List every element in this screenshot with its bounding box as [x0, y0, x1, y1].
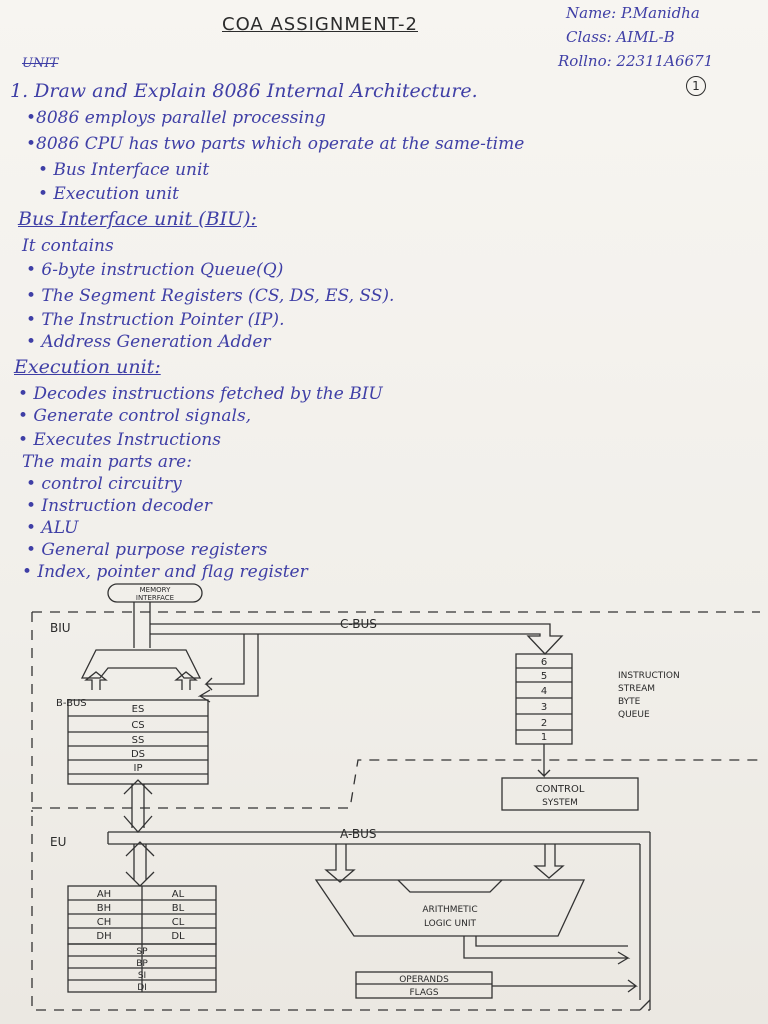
pointer-register: SP [136, 947, 148, 957]
alu-label: LOGIC UNIT [424, 919, 477, 929]
operands-label: OPERANDS [399, 975, 449, 985]
eu-point: • Index, pointer and flag register [22, 562, 308, 582]
gp-register-high: BH [97, 903, 111, 914]
struck-out-word: UNIT [22, 56, 59, 71]
eu-point: • control circuitry [26, 474, 182, 494]
b-bus-label: B-BUS [56, 698, 87, 709]
gp-register-high: AH [97, 889, 111, 900]
control-system-label: SYSTEM [542, 798, 578, 808]
biu-point: • Address Generation Adder [26, 332, 271, 352]
flags-label: FLAGS [409, 988, 438, 998]
pointer-register: DI [137, 983, 147, 993]
gp-register-high: CH [97, 917, 112, 928]
eu-point: The main parts are: [22, 452, 192, 472]
queue-slot: 6 [541, 657, 547, 668]
student-class: Class: AIML-B [566, 28, 675, 46]
segment-register: SS [132, 735, 145, 746]
intro-point: • Execution unit [38, 184, 179, 204]
pointer-register: SI [138, 971, 146, 981]
page-number: 1 [686, 76, 706, 96]
eu-point: • Generate control signals, [18, 406, 252, 426]
eu-point: • ALU [26, 518, 79, 538]
biu-point: • The Segment Registers (CS, DS, ES, SS)… [26, 286, 395, 306]
question-heading: 1. Draw and Explain 8086 Internal Archit… [10, 80, 478, 102]
gp-register-high: DH [96, 931, 111, 942]
segment-register: CS [131, 720, 144, 731]
segment-register: DS [131, 749, 145, 760]
queue-slot: 4 [541, 686, 547, 697]
gp-register-low: CL [172, 917, 185, 928]
gp-register-low: BL [172, 903, 185, 914]
biu-point: • 6-byte instruction Queue(Q) [26, 260, 284, 280]
biu-lead: It contains [22, 236, 114, 256]
eu-point: • Decodes instructions fetched by the BI… [18, 384, 383, 404]
eu-heading: Execution unit: [14, 356, 161, 378]
eu-point: • General purpose registers [26, 540, 268, 560]
page-title: COA ASSIGNMENT-2 [222, 14, 418, 35]
eu-label: EU [50, 835, 66, 849]
queue-label: QUEUE [618, 710, 650, 720]
queue-label: STREAM [618, 684, 655, 694]
biu-label: BIU [50, 621, 71, 635]
queue-label: BYTE [618, 697, 641, 707]
biu-point: • The Instruction Pointer (IP). [26, 310, 285, 330]
memory-interface-label: MEMORY [140, 586, 171, 594]
memory-interface-label: INTERFACE [136, 594, 174, 602]
architecture-diagram: MEMORY INTERFACE BIU C-BUS B-BUS A-BUS E… [31, 583, 760, 1011]
student-name: Name: P.Manidha [566, 4, 700, 22]
queue-slot: 3 [541, 702, 547, 713]
alu-label: ARITHMETIC [422, 905, 477, 915]
queue-slot: 2 [541, 718, 547, 729]
pointer-register: BP [136, 959, 148, 969]
student-rollno: Rollno: 22311A6671 [558, 52, 714, 70]
a-bus-label: A-BUS [340, 827, 376, 841]
eu-point: • Instruction decoder [26, 496, 212, 516]
eu-point: • Executes Instructions [18, 430, 221, 450]
c-bus-label: C-BUS [340, 617, 377, 631]
biu-heading: Bus Interface unit (BIU): [18, 208, 257, 230]
segment-register: ES [132, 704, 145, 715]
intro-point: •8086 CPU has two parts which operate at… [26, 134, 525, 154]
segment-register: IP [134, 763, 143, 774]
intro-point: • Bus Interface unit [38, 160, 210, 180]
queue-slot: 1 [541, 732, 547, 743]
gp-register-low: AL [172, 889, 185, 900]
control-system-label: CONTROL [536, 784, 585, 795]
queue-label: INSTRUCTION [618, 671, 680, 681]
gp-register-low: DL [171, 931, 185, 942]
queue-slot: 5 [541, 671, 547, 682]
intro-point: •8086 employs parallel processing [26, 108, 326, 128]
